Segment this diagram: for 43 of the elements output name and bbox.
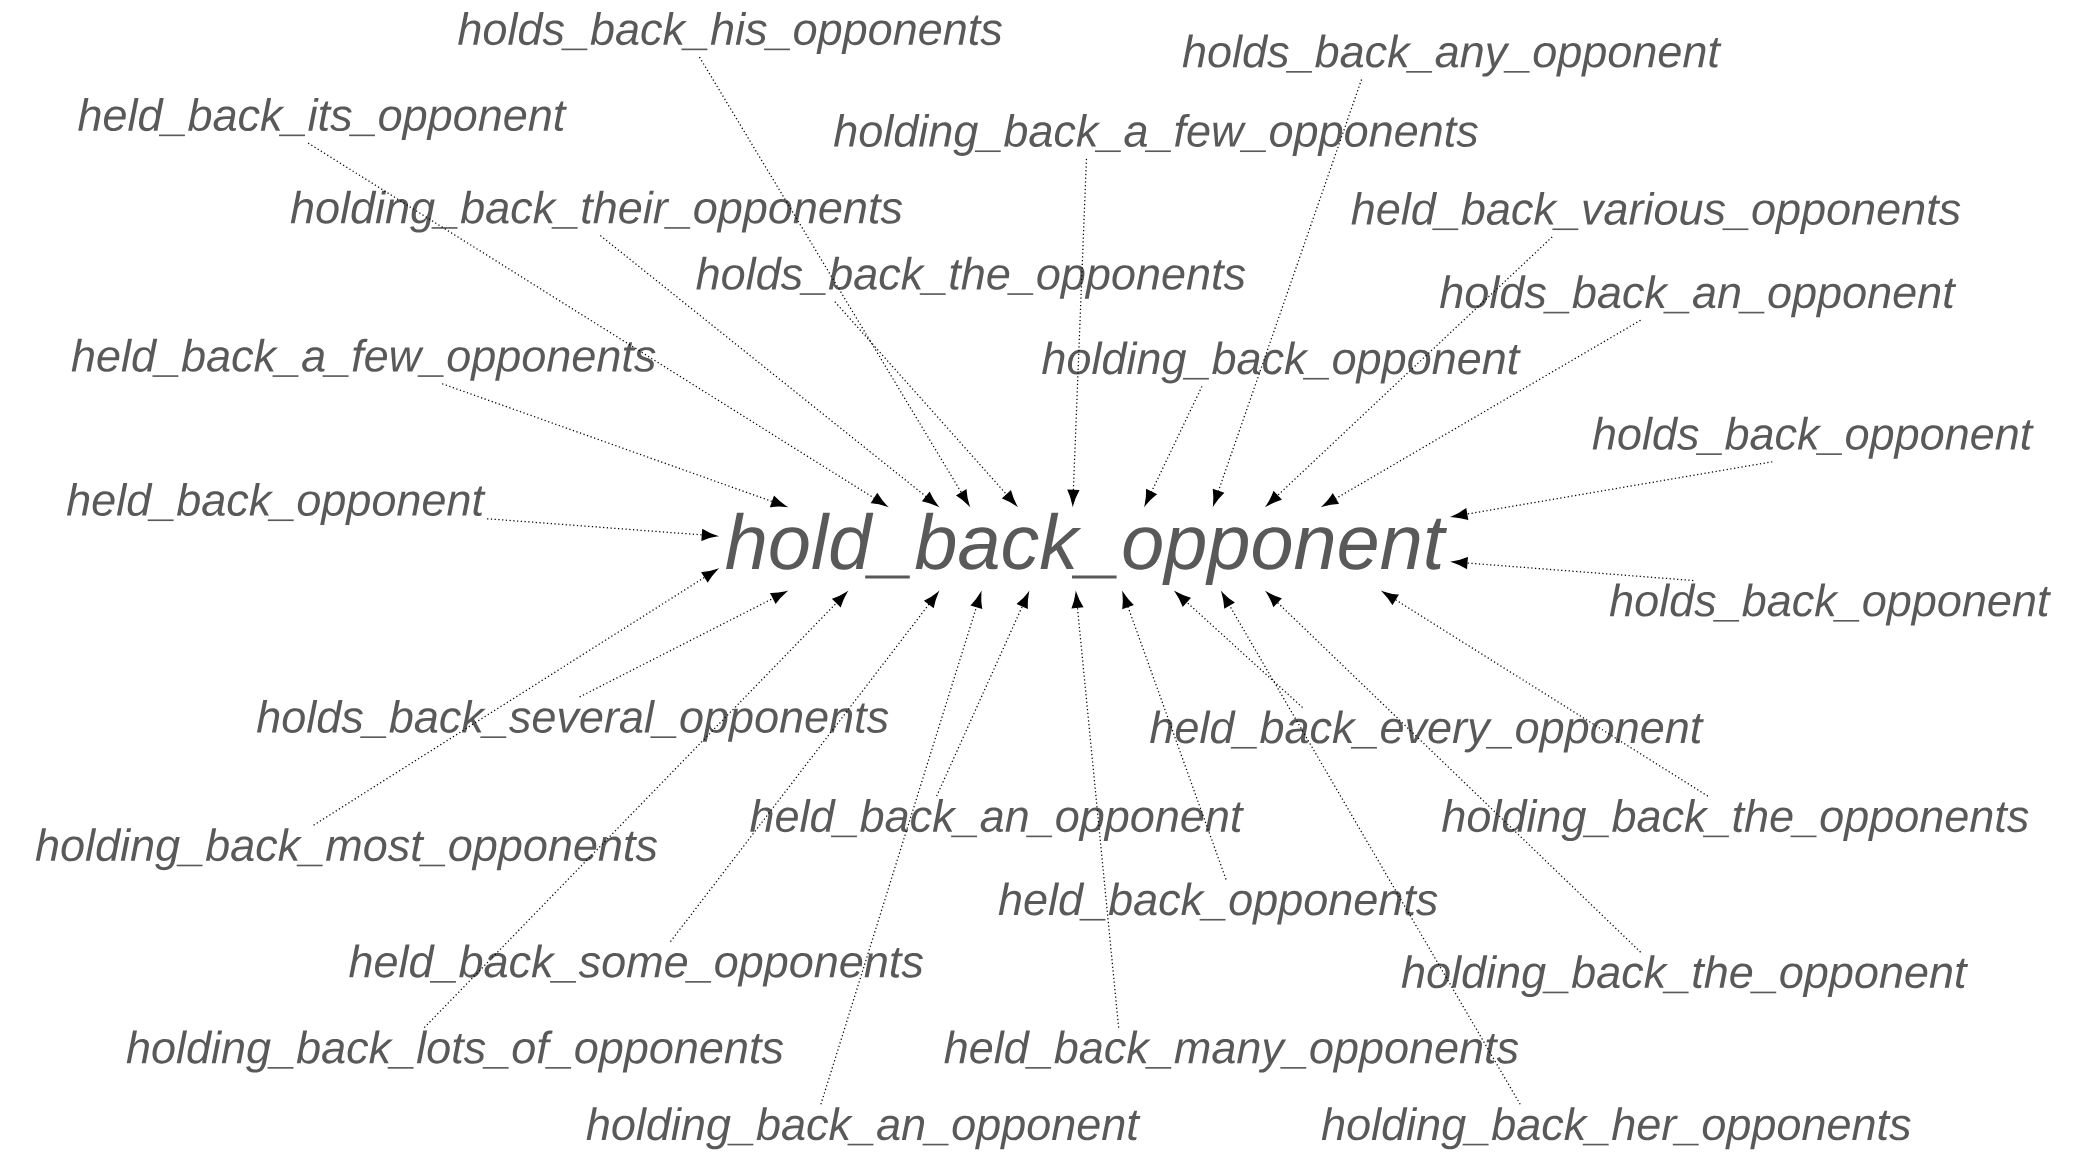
arrow [834, 300, 1017, 506]
term-label: holds_back_an_opponent [1440, 275, 1957, 318]
central-term: hold_back_opponent [726, 512, 1448, 585]
arrow [1144, 385, 1203, 506]
arrow [698, 56, 970, 506]
term-label: holding_back_the_opponent [1401, 954, 1969, 997]
term-label: holding_back_her_opponents [1321, 1107, 1911, 1150]
term-label: held_back_some_opponents [349, 944, 923, 987]
arrow [820, 592, 983, 1105]
arrow [486, 517, 718, 541]
term-label: holds_back_opponent [1592, 416, 2034, 459]
term-label: holding_back_the_opponents [1442, 798, 2029, 841]
arrow [307, 142, 888, 507]
arrow [1071, 592, 1120, 1028]
arrow [936, 592, 1029, 797]
arrow [669, 591, 939, 942]
term-label: held_back_opponents [998, 882, 1438, 925]
term-label: holding_back_most_opponents [35, 828, 658, 870]
arrow [579, 590, 787, 698]
term-label: holds_back_several_opponents [256, 699, 889, 742]
arrow [1452, 460, 1773, 520]
term-label: held_back_opponent [66, 482, 486, 525]
arrow [1452, 557, 1694, 581]
arrow [1122, 592, 1227, 880]
arrow [441, 382, 787, 507]
arrow [599, 234, 938, 507]
term-label: holds_back_any_opponent [1182, 34, 1722, 77]
term-label: held_back_many_opponents [944, 1030, 1519, 1073]
term-label: held_back_a_few_opponents [71, 338, 656, 381]
term-label: holds_back_the_opponents [696, 256, 1246, 299]
arrow [1221, 592, 1521, 1105]
term-label: holding_back_an_opponent [586, 1107, 1141, 1150]
term-label: holding_back_a_few_opponents [834, 113, 1478, 156]
arrow [312, 568, 718, 826]
term-label: held_back_various_opponents [1351, 191, 1961, 234]
arrow [1212, 78, 1363, 506]
arrow [423, 591, 848, 1028]
term-label: holds_back_his_opponents [458, 11, 1002, 54]
arrow [1067, 158, 1088, 506]
term-label: holding_back_lots_of_opponents [126, 1030, 784, 1073]
term-label: holds_back_opponent [1609, 583, 2051, 626]
arrow [1322, 319, 1642, 507]
term-label: held_back_its_opponent [78, 97, 567, 140]
